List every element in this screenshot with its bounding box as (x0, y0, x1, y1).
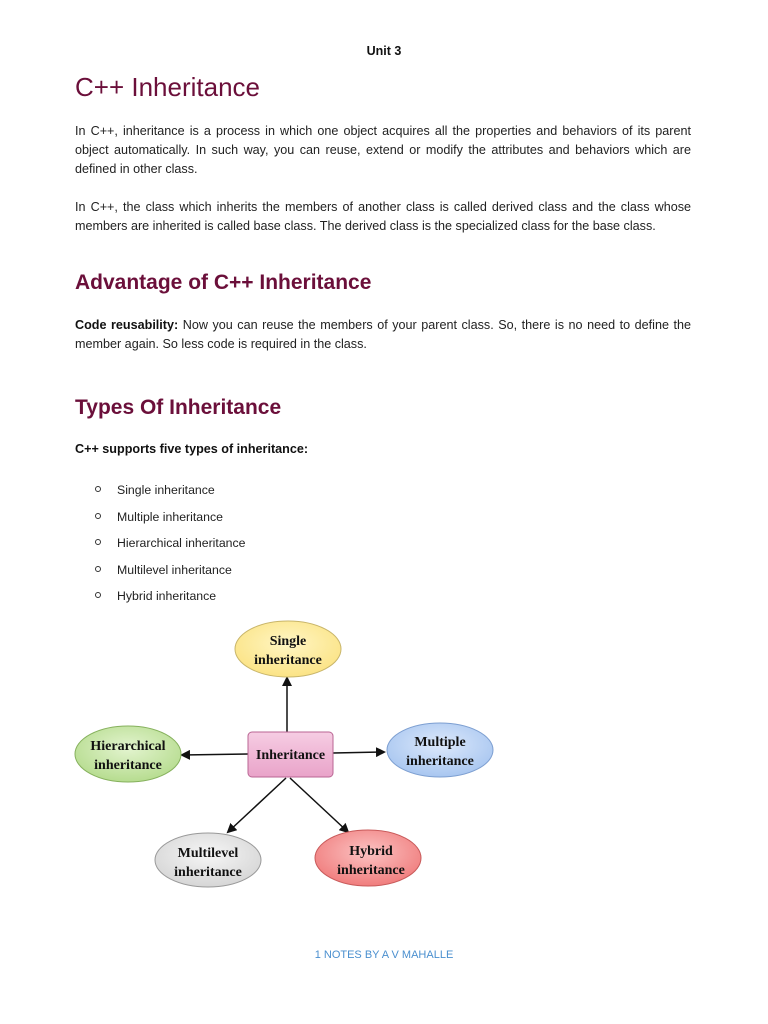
single-node (234, 620, 342, 678)
types-list: Single inheritance Multiple inheritance … (95, 480, 246, 613)
list-item: Multiple inheritance (95, 507, 246, 534)
list-item: Hybrid inheritance (95, 586, 246, 613)
page-footer: 1 NOTES BY A V MAHALLE (314, 949, 454, 961)
list-item: Hierarchical inheritance (95, 533, 246, 560)
arrow-to-multiple (332, 747, 386, 758)
multilevel-node (154, 832, 262, 888)
advantage-paragraph: Code reusability: Now you can reuse the … (75, 316, 691, 354)
hierarchical-node (74, 725, 182, 783)
bullet-icon (95, 592, 101, 598)
list-item-label: Hierarchical inheritance (117, 536, 246, 550)
multiple-label-2: inheritance (406, 754, 474, 769)
intro-paragraph-1: In C++, inheritance is a process in whic… (75, 124, 691, 176)
intro-paragraph-2: In C++, the class which inherits the mem… (75, 200, 691, 233)
bullet-icon (95, 539, 101, 545)
multiple-node (386, 722, 494, 778)
hybrid-label-2: inheritance (337, 863, 405, 878)
multilevel-label-2: inheritance (174, 865, 242, 880)
center-node (247, 731, 334, 778)
arrow-to-hierarchical (180, 749, 249, 760)
list-item-label: Single inheritance (117, 483, 215, 497)
list-item-label: Multilevel inheritance (117, 562, 232, 577)
hierarchical-label-2: inheritance (94, 758, 162, 773)
multilevel-label-1: Multilevel (178, 846, 239, 861)
list-item-label: Multiple inheritance (117, 509, 223, 524)
hierarchical-label-1: Hierarchical (90, 739, 165, 754)
inheritance-diagram: Single inheritance Inheritance Multiple … (74, 620, 494, 888)
bullet-icon (95, 565, 101, 572)
list-item: Single inheritance (95, 480, 246, 507)
advantage-heading: Advantage of C++ Inheritance (75, 271, 372, 294)
types-heading: Types Of Inheritance (75, 396, 282, 419)
bullet-icon (95, 486, 101, 492)
arrow-to-hybrid (289, 777, 350, 834)
list-item: Multilevel inheritance (95, 560, 246, 587)
hybrid-node (314, 829, 422, 887)
arrow-to-multilevel (226, 777, 287, 834)
hybrid-label-1: Hybrid (349, 844, 393, 859)
advantage-label: Code reusability: (75, 318, 179, 332)
unit-label: Unit 3 (366, 44, 402, 58)
types-lead: C++ supports five types of inheritance: (75, 442, 309, 456)
single-label-1: Single (270, 634, 307, 649)
advantage-text: Now you can reuse the members of your pa… (75, 318, 691, 351)
multiple-label-1: Multiple (414, 735, 465, 750)
page-title: C++ Inheritance (75, 72, 261, 102)
center-label: Inheritance (256, 748, 325, 763)
single-label-2: inheritance (254, 653, 322, 668)
list-item-label: Hybrid inheritance (117, 589, 217, 603)
bullet-icon (95, 512, 101, 519)
